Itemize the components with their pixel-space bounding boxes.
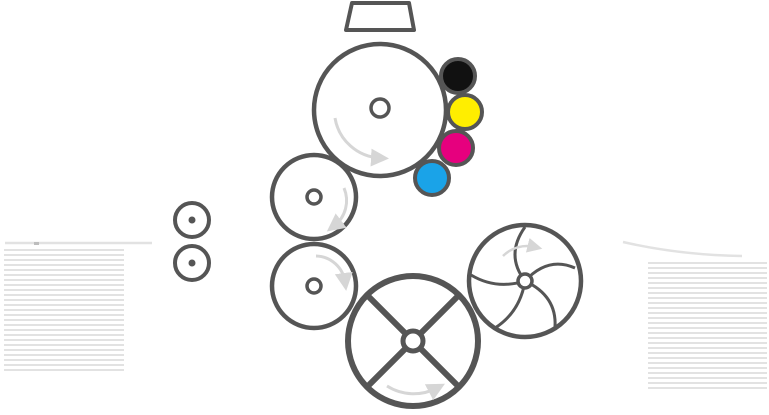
plate-cylinder-icon <box>311 41 449 179</box>
blanket-cylinder-icon <box>269 152 359 242</box>
black-ink-roller <box>439 57 477 95</box>
ink-rollers <box>413 57 484 197</box>
impression-cylinder-icon <box>269 241 359 331</box>
paper-stack-icon <box>4 241 152 371</box>
aperture-wheel-icon <box>466 222 584 340</box>
yellow-ink-roller <box>446 93 484 131</box>
cyan-ink-roller <box>413 159 451 197</box>
rotation-arrow-icon <box>502 237 543 257</box>
drive-wheel-icon <box>345 273 481 409</box>
rotation-arrow-icon <box>326 187 349 232</box>
rotation-arrow-icon <box>333 117 389 167</box>
guide-roller-icon <box>173 244 211 282</box>
guide-roller-icon <box>173 201 211 239</box>
magenta-ink-roller <box>437 129 475 167</box>
rotation-arrow-icon <box>386 383 445 401</box>
rotation-arrow-icon <box>315 254 353 291</box>
feed-tray-icon <box>344 1 416 32</box>
paper-stack-icon <box>622 240 767 389</box>
